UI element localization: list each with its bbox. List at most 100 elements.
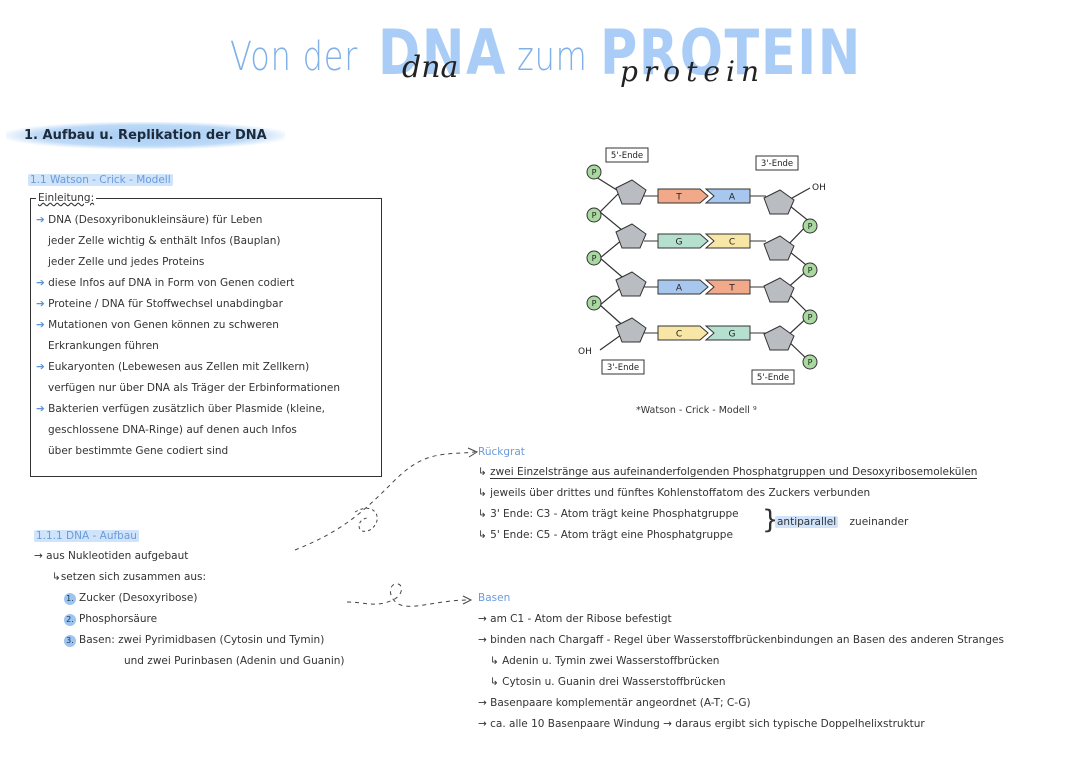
base-T [657, 188, 709, 204]
basen-line: → Basenpaare komplementär angeordnet (A-… [478, 697, 751, 709]
base-A [704, 188, 751, 204]
phosphate-icon: P [802, 354, 818, 370]
antiparallel-label: antiparallel zueinander [775, 516, 909, 528]
label-3-top: 3'-Ende [761, 159, 793, 169]
aufbau-item: 2.Phosphorsäure [34, 609, 345, 630]
phosphate-icon: P [802, 262, 818, 278]
phosphate-icon: P [586, 250, 602, 266]
basen-list: → am C1 - Atom der Ribose befestigt → bi… [478, 609, 1004, 735]
base-C [704, 233, 751, 249]
base-T [704, 279, 751, 295]
aufbau-list: → aus Nukleotiden aufgebaut ↳setzen sich… [34, 546, 345, 672]
base-label: T [728, 284, 735, 294]
sugar-icon [615, 317, 647, 343]
base-label: A [676, 284, 683, 294]
sugar-icon [763, 325, 795, 351]
svg-text:P: P [592, 211, 597, 220]
base-G [657, 233, 709, 249]
rueckgrat-line: ↳ 3' Ende: C3 - Atom trägt keine Phospha… [478, 508, 739, 520]
rueckgrat-list: ↳ zwei Einzelstränge aus aufeinanderfolg… [478, 462, 978, 546]
oh-bottom: OH [578, 347, 592, 357]
title-protein-script: protein [620, 55, 765, 88]
intro-line: ➔ Bakterien verfügen zusätzlich über Pla… [36, 403, 326, 415]
title-zum: zum [517, 34, 588, 80]
intro-line: Erkrankungen führen [48, 340, 159, 352]
base-label: C [729, 238, 735, 248]
sugar-icon [763, 189, 795, 215]
base-label: G [729, 330, 736, 340]
brace-icon: } [762, 505, 779, 535]
rueckgrat-line: ↳ jeweils über drittes und fünftes Kohle… [478, 487, 871, 499]
basen-line: → binden nach Chargaff - Regel über Wass… [478, 634, 1004, 646]
title-dna: DNA [378, 16, 508, 89]
sugar-icon [763, 235, 795, 261]
title-dna-script: dna [402, 50, 459, 85]
title-protein: PROTEIN [600, 16, 862, 89]
sugar-icon [615, 223, 647, 249]
svg-text:P: P [808, 222, 813, 231]
basen-line: → ca. alle 10 Basenpaare Windung → darau… [478, 718, 925, 730]
rueckgrat-line: ↳ 5' Ende: C5 - Atom trägt eine Phosphat… [478, 529, 733, 541]
aufbau-subheading: 1.1.1 DNA - Aufbau [34, 530, 139, 542]
label-5-bottom: 5'-Ende [757, 373, 789, 383]
intro-line: jeder Zelle und jedes Proteins [48, 256, 205, 268]
phosphate-icon: P [802, 309, 818, 325]
aufbau-line: → aus Nukleotiden aufgebaut [34, 550, 189, 562]
base-label: T [675, 193, 682, 203]
intro-line: ➔ DNA (Desoxyribonukleinsäure) für Leben [36, 214, 263, 226]
base-A [657, 279, 709, 295]
aufbau-line: ↳setzen sich zusammen aus: [52, 571, 207, 583]
basen-title: Basen [478, 592, 511, 604]
aufbau-item: 3.Basen: zwei Pyrimidbasen (Cytosin und … [34, 630, 345, 651]
svg-text:P: P [592, 168, 597, 177]
base-C [657, 325, 709, 341]
intro-line: ➔ Mutationen von Genen können zu schwere… [36, 319, 279, 331]
intro-line: jeder Zelle wichtig & enthält Infos (Bau… [48, 235, 281, 247]
intro-line: ➔ Proteine / DNA für Stoffwechsel unabdi… [36, 298, 283, 310]
basen-line: ↳ Cytosin u. Guanin drei Wasserstoffbrüc… [490, 676, 726, 688]
connector-arrow-rueckgrat [294, 447, 479, 551]
aufbau-item: 1.Zucker (Desoxyribose) [34, 588, 345, 609]
svg-text:P: P [808, 358, 813, 367]
watson-subheading-text: 1.1 Watson - Crick - Modell [28, 174, 173, 186]
connector-arrow-basen [346, 583, 473, 607]
watson-subheading: 1.1 Watson - Crick - Modell [28, 170, 173, 191]
svg-text:P: P [592, 299, 597, 308]
intro-label: Einleitung: [36, 188, 97, 209]
label-3-bottom: 3'-Ende [607, 363, 639, 373]
svg-text:P: P [808, 313, 813, 322]
title-part1: Von der [230, 34, 359, 80]
svg-text:P: P [592, 254, 597, 263]
base-label: G [676, 238, 683, 248]
intro-line: geschlossene DNA-Ringe) auf denen auch I… [48, 424, 297, 436]
phosphate-icon: P [802, 218, 818, 234]
sugar-icon [615, 179, 647, 205]
intro-line: ➔ diese Infos auf DNA in Form von Genen … [36, 277, 295, 289]
phosphate-icon: P [586, 207, 602, 223]
basen-line: → am C1 - Atom der Ribose befestigt [478, 613, 672, 625]
sugar-icon [763, 277, 795, 303]
diagram-caption: *Watson - Crick - Modell ⁹ [636, 405, 757, 416]
svg-text:P: P [808, 266, 813, 275]
basen-line: ↳ Adenin u. Tymin zwei Wasserstoffbrücke… [490, 655, 720, 667]
phosphate-icon: P [586, 295, 602, 311]
oh-top: OH [812, 183, 826, 193]
intro-line: über bestimmte Gene codiert sind [48, 445, 229, 457]
rueckgrat-line: ↳ zwei Einzelstränge aus aufeinanderfolg… [478, 466, 978, 479]
label-5-top: 5'-Ende [611, 151, 643, 161]
aufbau-item: und zwei Purinbasen (Adenin und Guanin) [124, 655, 345, 667]
section-heading: 1. Aufbau u. Replikation der DNA [6, 122, 285, 149]
phosphate-icon: P [586, 164, 602, 180]
sugar-icon [615, 271, 647, 297]
intro-list: ➔ DNA (Desoxyribonukleinsäure) für Leben… [36, 210, 340, 462]
base-label: A [729, 193, 736, 203]
intro-line: ➔ Eukaryonten (Lebewesen aus Zellen mit … [36, 361, 310, 373]
base-label: C [676, 330, 682, 340]
rueckgrat-title: Rückgrat [478, 446, 525, 458]
intro-line: verfügen nur über DNA als Träger der Erb… [48, 382, 340, 394]
